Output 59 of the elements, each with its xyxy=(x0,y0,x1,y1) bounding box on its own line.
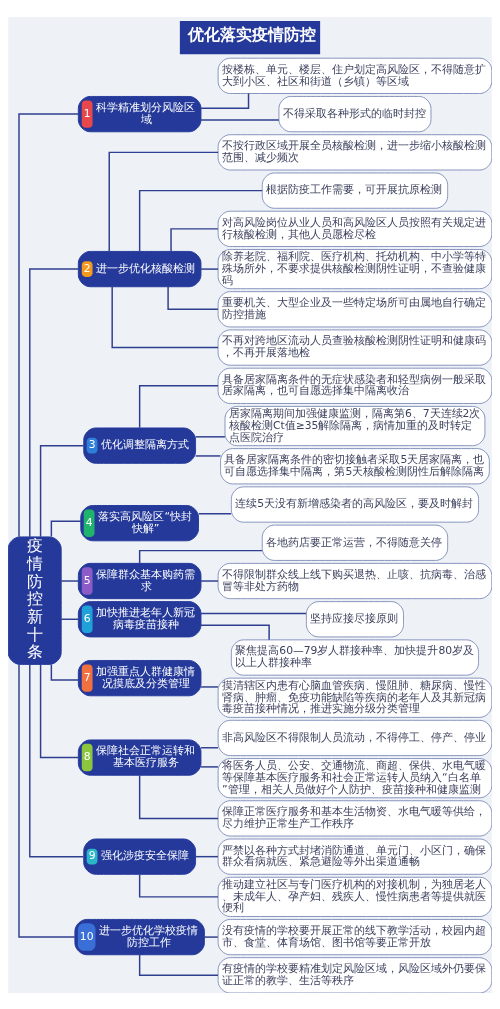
node-box: 对高风险岗位从业人员和高风险区人员按照有关规定进行核酸检测，其他人员愿检尽检 xyxy=(217,210,492,247)
connector xyxy=(200,267,219,270)
connector xyxy=(200,746,219,748)
node-box: 将医务人员、公安、交通物流、商超、保供、水电气暖等保障基本医疗服务和社会正常运转人员纳入“白名单”管理，相关人员做好个人防护、疫苗接种和健康监测 xyxy=(217,757,492,798)
node-box: 重要机关、大型企业及一些特定场所可由属地自行确定防控措施 xyxy=(217,290,492,327)
connector xyxy=(200,765,219,768)
connector xyxy=(29,663,85,857)
node-box: 坚持应接尽接原则 xyxy=(305,600,404,637)
node-box: 聚焦提高60—79岁人群接种率、加快提升80岁及以上人群接种率 xyxy=(230,638,480,676)
connector xyxy=(18,112,79,537)
node-box: 推动建立社区与专门医疗机构的对接机制，为独居老人、未成年人、孕产妇、残疾人、慢性病患者等提供就医便利 xyxy=(217,876,492,917)
node-box: 连续5天没有新增感染者的高风险区，要及时解封 xyxy=(230,485,480,523)
node-box: 有疫情的学校要精准划定风险区域，风险区域外仍要保证正常的教学、生活等秩序 xyxy=(217,956,492,993)
node-box: 严禁以各种方式封堵消防通道、单元门、小区门，确保群众看病就医、紧急避险等外出渠道通畅 xyxy=(217,838,492,875)
connector xyxy=(138,953,219,976)
connector xyxy=(138,189,263,252)
diagram-title: 优化落实疫情防控 xyxy=(188,24,317,44)
connector xyxy=(200,612,307,614)
connector xyxy=(60,579,80,582)
connector xyxy=(138,873,219,898)
node-box: 不按行政区域开展全员核酸检测，进一步缩小核酸检测范围、减少频次 xyxy=(217,133,492,170)
connector xyxy=(138,774,219,819)
connector xyxy=(39,663,80,758)
connector xyxy=(138,384,219,428)
node-box: 摸清辖区内患有心脑血管疾病、慢阻肺、糖尿病、慢性肾病、肿瘤、免疫功能缺陷等疾病的老年人及其新冠病毒疫苗接种情况，推进实施分级分类管理 xyxy=(217,677,492,718)
connector xyxy=(108,151,219,252)
connector xyxy=(200,579,219,582)
node-box: 没有疫情的学校要开展正常的线下教学活动，校园内超市、食堂、体育场馆、图书馆等要正常开放 xyxy=(217,918,492,955)
connector xyxy=(50,519,82,537)
node-box: 具备居家隔离条件的无症状感染者和轻型病例一般采取居家隔离，也可自愿选择集中隔离收治 xyxy=(217,367,492,404)
connector xyxy=(203,935,219,938)
node-box: 按楼栋、单元、楼层、住户划定高风险区，不得随意扩大到小区、社区和街道（乡镇）等区域 xyxy=(217,57,492,94)
node-box: 各地药店要正常运营，不得随意关停 xyxy=(261,524,449,561)
connector xyxy=(198,512,232,515)
connector xyxy=(200,623,270,641)
connector xyxy=(200,92,250,109)
connector xyxy=(167,285,219,310)
connector xyxy=(170,227,219,252)
connector xyxy=(29,267,80,537)
connector xyxy=(50,663,80,681)
node-box: 疫情防控新十条 xyxy=(8,535,62,665)
connector xyxy=(194,855,219,857)
node-box: 不再对跨地区流动人员查验核酸检测阴性证明和健康码，不再开展落地检 xyxy=(217,328,492,366)
connector xyxy=(111,285,219,348)
node-box: 根据防疫工作需要，可开展抗原检测 xyxy=(261,171,449,209)
connector xyxy=(194,435,226,438)
connector xyxy=(200,685,219,688)
connector xyxy=(18,663,76,938)
connector xyxy=(194,454,222,457)
connector xyxy=(39,444,85,537)
node-box: 居家隔离期间加强健康监测，隔离第6、7天连续2次核酸检测Ct值≥35解除隔离，病情加重的及时转定点医院治疗 xyxy=(224,405,486,446)
node-box: 不得限制群众线上线下购买退热、止咳、抗病毒、治感冒等非处方药物 xyxy=(217,562,492,599)
node-box: 保障正常医疗服务和基本生活物资、水电气暖等供给，尽力维护正常生产工作秩序 xyxy=(217,799,492,837)
node-box: 2 进一步优化核酸检测 xyxy=(77,250,202,287)
node-box: 非高风险区不得限制人员流动，不得停工、停产、停业 xyxy=(217,719,492,756)
node-box: 除养老院、福利院、医疗机构、托幼机构、中小学等特殊场所外，不要求提供核酸检测阴性证明，不查验健康码 xyxy=(217,248,492,289)
connector xyxy=(200,118,280,121)
node-box: 具备居家隔离条件的密切接触者采取5天居家隔离，也可自愿选择集中隔离，第5天核酸检测阴性后解除隔离 xyxy=(220,447,490,484)
node-box: 不得采取各种形式的临时封控 xyxy=(278,95,432,132)
